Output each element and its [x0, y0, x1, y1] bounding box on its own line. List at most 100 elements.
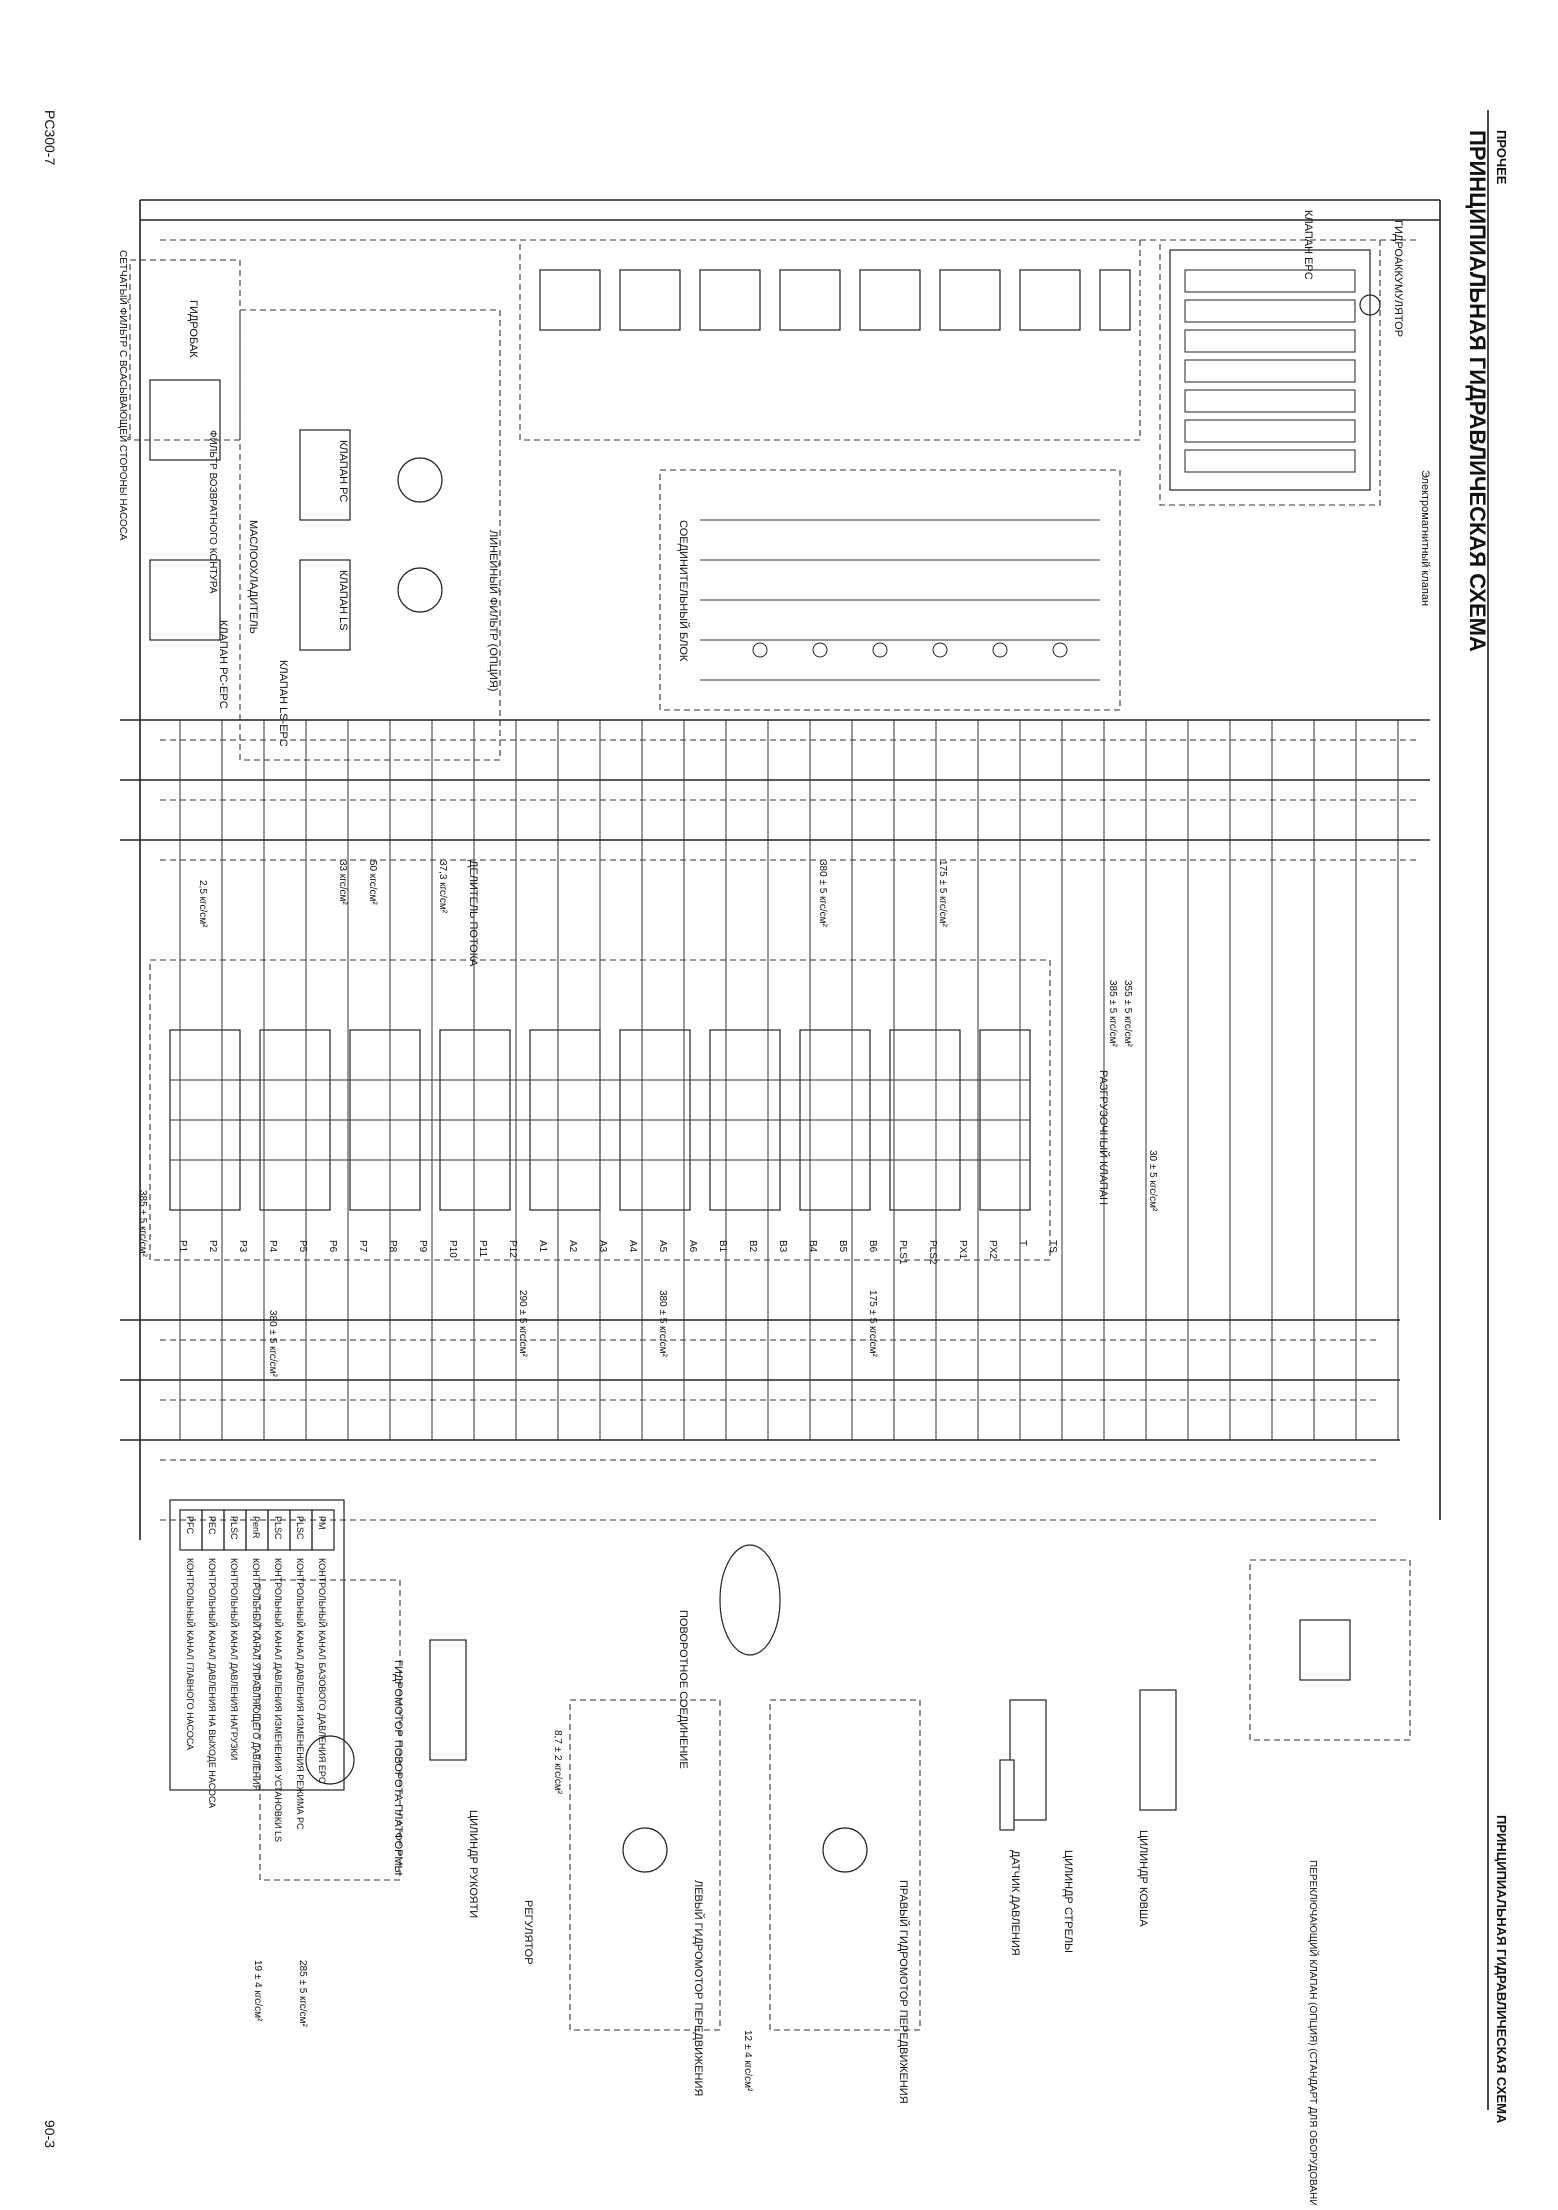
port-label: P7 — [357, 1240, 368, 1253]
pc-epc-valve-label: КЛАПАН PC-EPC — [217, 620, 229, 709]
port-label: B4 — [807, 1240, 818, 1253]
legend-table: PFC КОНТРОЛЬНЫЙ КАНАЛ ГЛАВНОГО НАСОСА PEC К… — [169, 1499, 345, 1842]
swivel-joint-label: ПОВОРОТНОЕ СОЕДИНЕНИЕ — [677, 1610, 689, 1769]
port-label: P9 — [417, 1240, 428, 1253]
port-label: P10 — [447, 1240, 458, 1258]
pressure-label: 380 ± 5 кгс/см² — [267, 1310, 278, 1378]
cylinders: ЦИЛИНДР КОВША ЦИЛИНДР СТРЕЛЫ ЦИЛИНДР РУК… — [429, 1639, 1177, 1956]
arm-cyl-label: ЦИЛИНДР РУКОЯТИ — [467, 1810, 479, 1918]
travel-motor-left-label: ЛЕВЫЙ ГИДРОМОТОР ПЕРЕДВИЖЕНИЯ — [692, 1880, 705, 2096]
flow-divider-label: ДЕЛИТЕЛЬ ПОТОКА — [467, 860, 479, 967]
pressure-label: 12 ± 4 кгс/см² — [742, 2030, 753, 2092]
pressure-label: 380 ± 5 кгс/см² — [817, 860, 828, 928]
strainer-label: СЕТЧАТЫЙ ФИЛЬТР С ВСАСЫВАЮЩЕЙ СТОРОНЫ НА… — [117, 250, 130, 541]
main-control-valve: ДЕЛИТЕЛЬ ПОТОКА РАЗГРУЗОЧНЫЙ КЛАПАН — [149, 860, 1110, 1261]
tank-cooler-area: МАСЛООХЛАДИТЕЛЬ ГИДРОБАК СЕТЧАТЫЙ ФИЛЬТР… — [117, 250, 259, 641]
boom-cyl-label: ЦИЛИНДР СТРЕЛЫ — [1062, 1850, 1074, 1953]
port-label: P1 — [177, 1240, 188, 1253]
oil-cooler-label: МАСЛООХЛАДИТЕЛЬ — [247, 520, 259, 634]
pressure-label: 19 ± 4 кгс/см² — [252, 1960, 263, 2022]
hyd-tank-label: ГИДРОБАК — [187, 300, 199, 358]
pressure-label: 2,5 кгс/см² — [197, 880, 208, 928]
legend-text: КОНТРОЛЬНЫЙ КАНАЛ УПРАВЛЯЮЩЕГО ДАВЛЕНИЯ — [251, 1558, 262, 1791]
legend-text: КОНТРОЛЬНЫЙ КАНАЛ ДАВЛЕНИЯ ИЗМЕНЕНИЯ УСТ… — [273, 1558, 284, 1842]
page-header: ПРОЧЕЕ ПРИНЦИПИАЛЬНАЯ ГИДРАВЛИЧЕСКАЯ СХЕ… — [1465, 110, 1509, 2124]
legend-code: PenR — [251, 1516, 261, 1539]
port-label: PX2 — [987, 1240, 998, 1259]
regulator-label: РЕГУЛЯТОР — [522, 1900, 534, 1965]
ls-valve-label: КЛАПАН LS — [337, 570, 349, 631]
pressure-label: 50 кгс/см² — [367, 860, 378, 905]
legend-text: КОНТРОЛЬНЫЙ КАНАЛ ДАВЛЕНИЯ НА ВЫХОДЕ НАС… — [207, 1558, 218, 1808]
port-label: PLS2 — [927, 1240, 938, 1265]
pressure-label: 385 ± 5 кгс/см² — [137, 1190, 148, 1258]
port-label: A4 — [627, 1240, 638, 1253]
port-label: A5 — [657, 1240, 668, 1253]
pressure-label: 380 ± 5 кгс/см² — [657, 1290, 668, 1358]
page-footer: PC300-7 90-3 — [42, 110, 58, 2148]
accumulator-label: ГИДРОАККУМУЛЯТОР — [1392, 220, 1404, 337]
legend-code: PEC — [207, 1516, 217, 1535]
legend-code: PFC — [185, 1516, 195, 1535]
port-label: A1 — [537, 1240, 548, 1253]
travel-motor-right-label: ПРАВЫЙ ГИДРОМОТОР ПЕРЕДВИЖЕНИЯ — [897, 1880, 910, 2104]
legend-code: PLSC — [229, 1516, 239, 1540]
port-label: P2 — [207, 1240, 218, 1253]
port-label: P3 — [237, 1240, 248, 1253]
connecting-block-label: СОЕДИНИТЕЛЬНЫЙ БЛОК — [677, 520, 690, 662]
legend-code: PLSC — [295, 1516, 305, 1540]
legend-code: PLSC — [273, 1516, 283, 1540]
return-filter-label: ФИЛЬТР ВОЗВРАТНОГО КОНТУРА — [207, 430, 218, 594]
port-label: B1 — [717, 1240, 728, 1253]
port-label: P11 — [477, 1240, 488, 1257]
solenoid-valve-label: Электромагнитный клапан — [1419, 470, 1431, 606]
pressure-label: 37,3 кгс/см² — [437, 860, 448, 914]
section-left-label: ПРОЧЕЕ — [1494, 130, 1509, 185]
main-pump-assembly: КЛАПАН PC КЛАПАН LS КЛАПАН PC-EPC КЛАПАН… — [217, 309, 501, 761]
port-label: P12 — [507, 1240, 518, 1258]
legend-text: КОНТРОЛЬНЫЙ КАНАЛ БАЗОВОГО ДАВЛЕНИЯ EPC — [317, 1558, 328, 1784]
legend-text: КОНТРОЛЬНЫЙ КАНАЛ ДАВЛЕНИЯ ИЗМЕНЕНИЯ РЕЖ… — [295, 1558, 306, 1830]
pressure-label: 285 ± 5 кгс/см² — [297, 1960, 308, 2028]
port-label: P6 — [327, 1240, 338, 1253]
pressure-label: 355 ± 5 кгс/см² — [1122, 980, 1133, 1048]
pressure-label: 175 ± 5 кгс/см² — [937, 860, 948, 928]
port-label: A3 — [597, 1240, 608, 1253]
page-title: ПРИНЦИПИАЛЬНАЯ ГИДРАВЛИЧЕСКАЯ СХЕМА — [1465, 130, 1490, 652]
pressure-label: 33 кгс/см² — [337, 860, 348, 905]
pc-valve-label: КЛАПАН PC — [337, 440, 349, 502]
swing-motor: ГИДРОМОТОР ПОВОРОТА ПЛАТФОРМЫ 285 ± 5 кг… — [252, 1579, 404, 2028]
port-label: B2 — [747, 1240, 758, 1253]
swing-motor-label: ГИДРОМОТОР ПОВОРОТА ПЛАТФОРМЫ — [392, 1660, 404, 1875]
port-label: PLS1 — [897, 1240, 908, 1265]
pressure-label: 385 ± 5 кгс/см² — [1107, 980, 1118, 1048]
section-right-label: ПРИНЦИПИАЛЬНАЯ ГИДРАВЛИЧЕСКАЯ СХЕМА — [1494, 1815, 1509, 2124]
page-number: 90-3 — [42, 2120, 58, 2148]
bucket-cyl-label: ЦИЛИНДР КОВША — [1137, 1830, 1149, 1927]
legend-text: КОНТРОЛЬНЫЙ КАНАЛ ГЛАВНОГО НАСОСА — [185, 1558, 196, 1750]
pressure-label: 8,7 ± 2 кгс/см² — [552, 1730, 563, 1795]
hydraulic-lines — [120, 199, 1441, 1540]
epc-solenoid-block: ГИДРОАККУМУЛЯТОР КЛАПАН EPC Электромагни… — [1159, 210, 1431, 606]
travel-motors: ЛЕВЫЙ ГИДРОМОТОР ПЕРЕДВИЖЕНИЯ ПРАВЫЙ ГИД… — [522, 1699, 921, 2104]
pressure-sensor-label: ДАТЧИК ДАВЛЕНИЯ — [1009, 1850, 1021, 1956]
legend-code: PM — [317, 1516, 327, 1530]
model-number: PC300-7 — [42, 110, 58, 165]
epc-valve-label: КЛАПАН EPC — [1302, 210, 1314, 280]
port-label: A2 — [567, 1240, 578, 1253]
port-label: A6 — [687, 1240, 698, 1253]
port-label: P8 — [387, 1240, 398, 1253]
legend-text: КОНТРОЛЬНЫЙ КАНАЛ ДАВЛЕНИЯ НАГРУЗКИ — [229, 1558, 240, 1760]
port-label: B3 — [777, 1240, 788, 1253]
swivel-joint: ПОВОРОТНОЕ СОЕДИНЕНИЕ — [677, 1544, 781, 1769]
selector-valve-label: ПЕРЕКЛЮЧАЮЩИЙ КЛАПАН (ОПЦИЯ) (СТАНДАРТ Д… — [1307, 1860, 1320, 2205]
port-label: TS — [1047, 1240, 1058, 1253]
pressure-label: 30 ± 5 кгс/см² — [1147, 1150, 1158, 1212]
line-filter-label: ЛИНЕЙНЫЙ ФИЛЬТР (ОПЦИЯ) — [487, 530, 500, 691]
pressure-label: 175 ± 5 кгс/см² — [867, 1290, 878, 1358]
selector-valve: ПЕРЕКЛЮЧАЮЩИЙ КЛАПАН (ОПЦИЯ) (СТАНДАРТ Д… — [1249, 1559, 1411, 2210]
port-label: PX1 — [957, 1240, 968, 1259]
